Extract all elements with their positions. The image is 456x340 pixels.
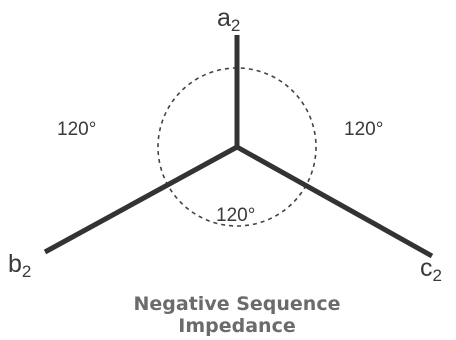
- angle-label-bottom: 120°: [216, 205, 255, 226]
- caption-line-1: Negative Sequence: [134, 293, 341, 315]
- phasor-b2-line: [43, 144, 239, 255]
- angle-label-left: 120°: [57, 119, 96, 140]
- phasor-label-a2: a2: [217, 4, 240, 35]
- angle-label-right: 120°: [344, 119, 383, 140]
- phasor-subscript: 2: [433, 266, 442, 285]
- phasor-subscript: 2: [231, 16, 240, 35]
- phasor-label-c2: c2: [420, 254, 442, 285]
- phasor-label-b2: b2: [8, 250, 31, 281]
- phasor-letter: a: [217, 4, 231, 32]
- phasor-c2-line: [235, 144, 434, 259]
- phasor-letter: b: [8, 250, 22, 278]
- phasor-subscript: 2: [22, 262, 31, 281]
- phasor-letter: c: [420, 254, 433, 282]
- caption-line-2: Impedance: [178, 315, 295, 337]
